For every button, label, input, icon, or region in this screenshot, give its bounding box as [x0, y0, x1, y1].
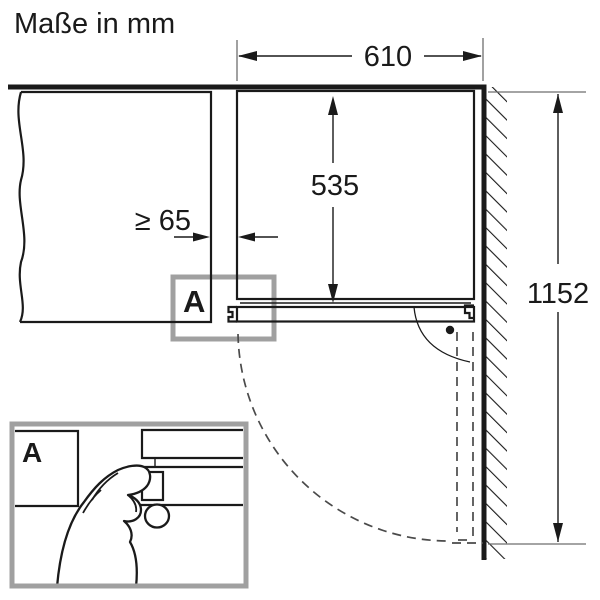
hinge-swing-arc [413, 306, 471, 363]
wall-hatching-icon [486, 87, 507, 559]
dim-1152-label: 1152 [527, 278, 589, 310]
hand-adjusting-hinge-cover-icon [55, 464, 171, 589]
dim-610-label: 610 [364, 41, 412, 73]
inset-border [9, 421, 249, 589]
adjacent-cabinet [17, 90, 213, 324]
arrowhead-right-icon [193, 232, 210, 242]
arrowhead-up-icon [553, 94, 563, 113]
inset-marker-label: A [22, 437, 42, 468]
door-open-dashed [452, 332, 483, 544]
knuckle-line [127, 494, 138, 513]
arrowhead-right-icon [463, 51, 482, 61]
detail-inset: A [9, 421, 249, 589]
diagram-title: Maße in mm [14, 8, 175, 40]
appliance-body [235, 89, 476, 304]
hinge-cover-right [463, 304, 474, 320]
appliance-door [227, 304, 476, 323]
inset-cabinet [15, 429, 80, 508]
break-line [17, 91, 26, 323]
dimension-side-clearance: ≥ 65 [135, 205, 278, 242]
dim-535-label: 535 [311, 170, 359, 202]
dimension-open-door: 1152 [488, 91, 589, 545]
finger-crease [82, 489, 102, 514]
dimension-appliance-depth: 535 [311, 96, 359, 303]
door-swing-arc [237, 333, 451, 542]
arrowhead-up-icon [328, 96, 338, 115]
hinge-pivot-dot [445, 325, 455, 335]
arrowhead-left-icon [238, 51, 257, 61]
wall-right [481, 84, 507, 560]
detail-marker-label: A [183, 284, 205, 319]
dim-clearance-label: ≥ 65 [135, 205, 191, 237]
arrowhead-left-icon [238, 232, 255, 242]
dimension-niche-width: 610 [236, 38, 484, 81]
arrowhead-down-icon [328, 284, 338, 303]
door-swing [237, 306, 483, 544]
hinge-cover-left [227, 305, 237, 323]
arrowhead-down-icon [553, 523, 563, 542]
